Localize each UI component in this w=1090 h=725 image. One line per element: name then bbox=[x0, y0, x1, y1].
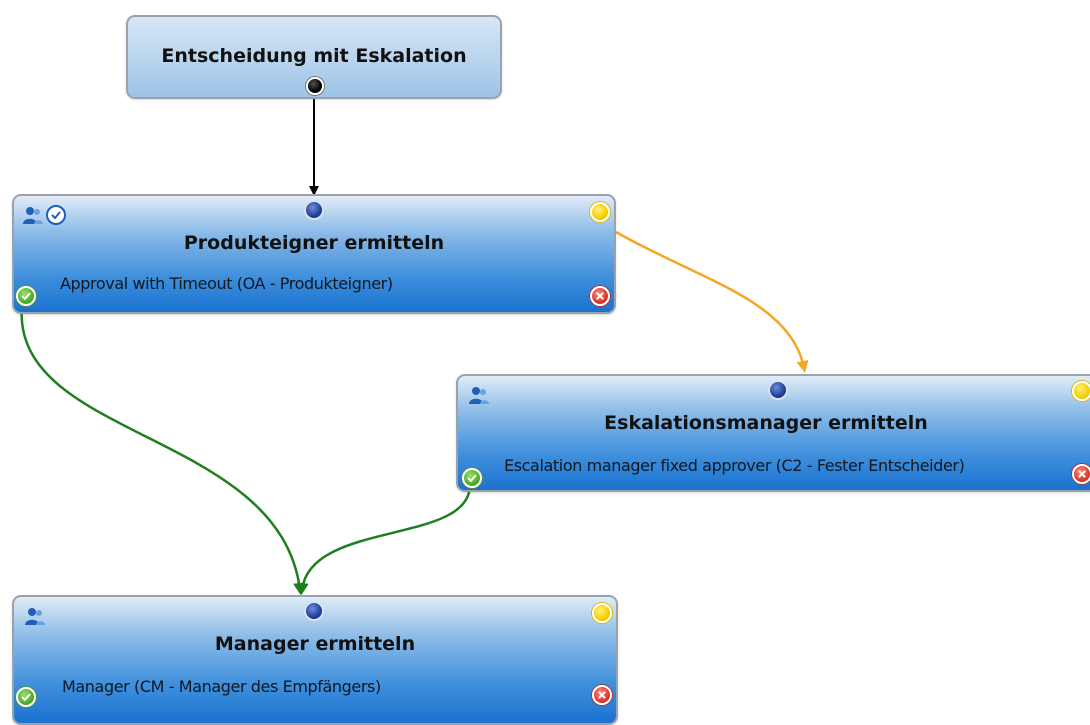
node-subtitle: Approval with Timeout (OA - Produkteigne… bbox=[60, 274, 393, 293]
node-manager-ermitteln[interactable]: Manager ermitteln Manager (CM - Manager … bbox=[12, 595, 618, 725]
node-subtitle: Escalation manager fixed approver (C2 - … bbox=[504, 456, 965, 475]
node-title: Eskalationsmanager ermitteln bbox=[604, 412, 928, 434]
approve-port-check-icon[interactable] bbox=[16, 687, 36, 707]
node-subtitle: Manager (CM - Manager des Empfängers) bbox=[62, 677, 381, 696]
input-port[interactable] bbox=[304, 601, 324, 621]
start-output-port[interactable] bbox=[306, 77, 324, 95]
escalation-port[interactable] bbox=[1072, 381, 1090, 401]
clock-icon bbox=[45, 204, 67, 226]
escalation-port[interactable] bbox=[592, 603, 612, 623]
users-icon bbox=[468, 384, 490, 406]
start-node[interactable]: Entscheidung mit Eskalation bbox=[126, 15, 502, 99]
users-icon bbox=[24, 605, 46, 627]
reject-port-x-icon[interactable] bbox=[592, 685, 612, 705]
input-port[interactable] bbox=[768, 380, 788, 400]
reject-port-x-icon[interactable] bbox=[590, 286, 610, 306]
node-produkteigner-ermitteln[interactable]: Produkteigner ermitteln Approval with Ti… bbox=[12, 194, 616, 314]
approve-port-check-icon[interactable] bbox=[462, 468, 482, 488]
input-port[interactable] bbox=[304, 200, 324, 220]
node-title: Produkteigner ermitteln bbox=[183, 232, 445, 254]
node-eskalationsmanager-ermitteln[interactable]: Eskalationsmanager ermitteln Escalation … bbox=[456, 374, 1090, 492]
edge-produkteigner-to-eskalation[interactable] bbox=[615, 230, 809, 373]
users-icon bbox=[22, 204, 44, 226]
start-node-title: Entscheidung mit Eskalation bbox=[161, 45, 467, 67]
escalation-port[interactable] bbox=[590, 202, 610, 222]
node-title: Manager ermitteln bbox=[214, 633, 416, 655]
edge-produkteigner-to-manager[interactable] bbox=[20, 304, 306, 595]
approve-port-check-icon[interactable] bbox=[16, 286, 36, 306]
reject-port-x-icon[interactable] bbox=[1072, 464, 1090, 484]
edge-eskalation-to-manager[interactable] bbox=[296, 484, 472, 595]
